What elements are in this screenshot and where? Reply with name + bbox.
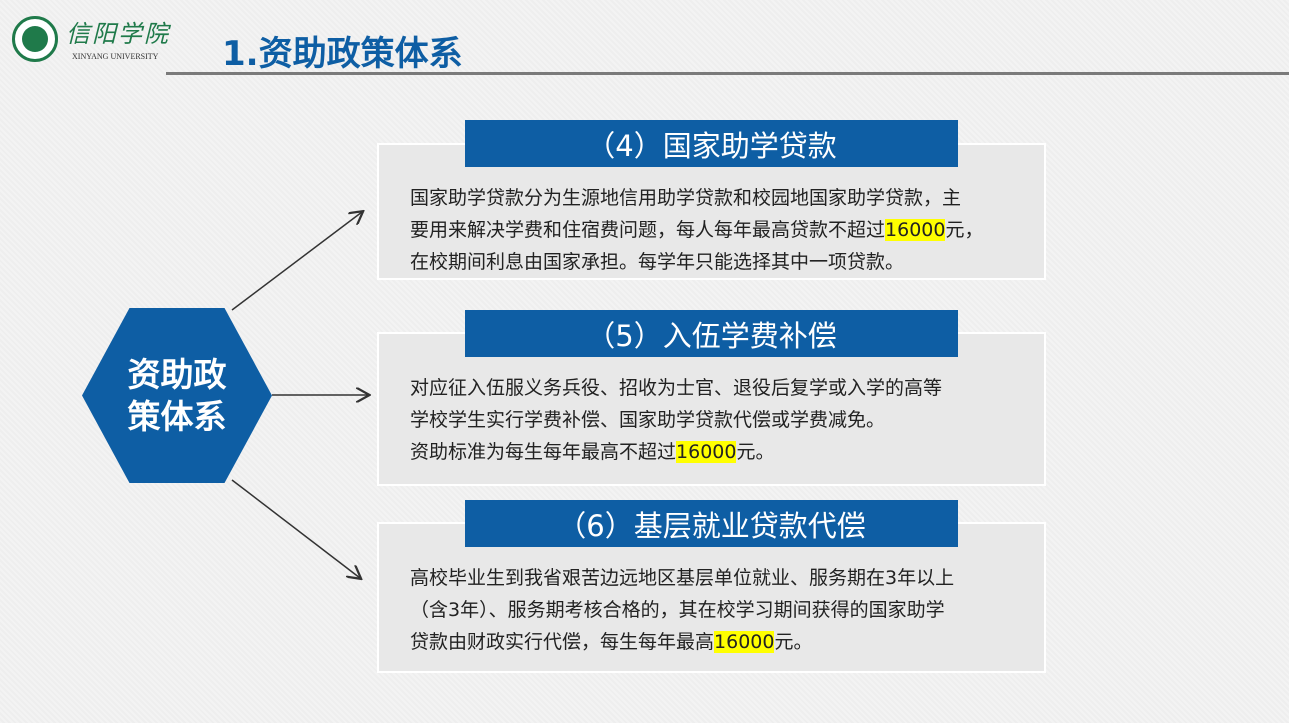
text-line: 贷款由财政实行代偿，每生每年最高16000元。 bbox=[410, 631, 813, 653]
item-4-text: 国家助学贷款分为生源地信用助学贷款和校园地国家助学贷款，主 要用来解决学费和住宿… bbox=[410, 182, 1050, 278]
logo-name-cn: 信阳学院 bbox=[66, 20, 170, 48]
center-line-1: 资助政 bbox=[127, 354, 227, 394]
amount-highlight: 16000 bbox=[676, 441, 737, 463]
text-line: 在校期间利息由国家承担。每学年只能选择其中一项贷款。 bbox=[410, 251, 905, 273]
amount-highlight: 16000 bbox=[714, 631, 775, 653]
text-line: 国家助学贷款分为生源地信用助学贷款和校园地国家助学贷款，主 bbox=[410, 187, 962, 209]
logo-name-en: XINYANG UNIVERSITY bbox=[72, 52, 159, 61]
text-line: 学校学生实行学费补偿、国家助学贷款代偿或学费减免。 bbox=[410, 409, 886, 431]
text-line: 资助标准为每生每年最高不超过16000元。 bbox=[410, 441, 775, 463]
item-5-text: 对应征入伍服义务兵役、招收为士官、退役后复学或入学的高等 学校学生实行学费补偿、… bbox=[410, 372, 1050, 468]
page-title: 1.资助政策体系 bbox=[222, 34, 463, 74]
university-seal-icon bbox=[12, 16, 58, 62]
amount-highlight: 16000 bbox=[885, 219, 946, 241]
text-line: 高校毕业生到我省艰苦边远地区基层单位就业、服务期在3年以上 bbox=[410, 567, 955, 589]
title-divider bbox=[166, 72, 1289, 75]
arrow-to-item-4 bbox=[231, 212, 362, 311]
center-line-2: 策体系 bbox=[127, 396, 227, 436]
item-4-heading: （4）国家助学贷款 bbox=[465, 120, 958, 167]
text-line: 对应征入伍服义务兵役、招收为士官、退役后复学或入学的高等 bbox=[410, 377, 943, 399]
text-line: 要用来解决学费和住宿费问题，每人每年最高贷款不超过16000元， bbox=[410, 219, 984, 241]
text-line: （含3年）、服务期考核合格的，其在校学习期间获得的国家助学 bbox=[410, 599, 945, 621]
item-6-text: 高校毕业生到我省艰苦边远地区基层单位就业、服务期在3年以上 （含3年）、服务期考… bbox=[410, 562, 1050, 658]
item-6-heading: （6）基层就业贷款代偿 bbox=[465, 500, 958, 547]
item-5-heading: （5）入伍学费补偿 bbox=[465, 310, 958, 357]
arrow-to-item-6 bbox=[231, 479, 360, 578]
